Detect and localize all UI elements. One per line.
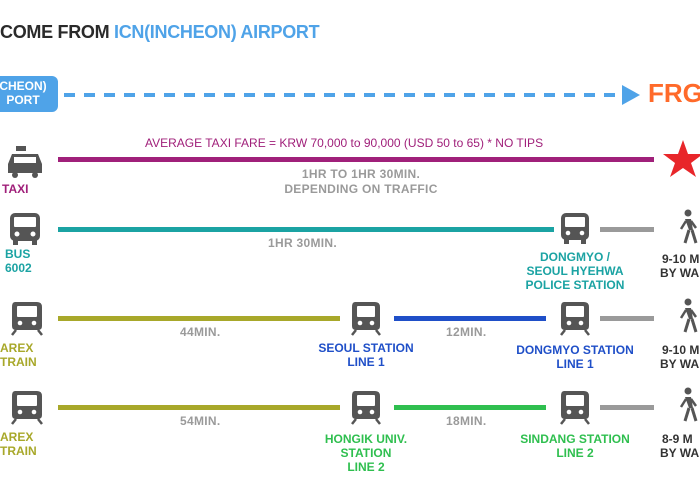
train-icon [351, 391, 381, 425]
walking-person-icon [679, 209, 698, 244]
taxi-mode-label: TAXI [2, 182, 29, 196]
walking-person-icon [679, 298, 698, 333]
line2-duration: 18MIN. [446, 414, 487, 428]
origin-label-line2: PORT [6, 93, 40, 107]
train-icon [560, 302, 590, 336]
arex1-walk-line [600, 316, 654, 321]
arex2-walk-line [600, 405, 654, 410]
walking-person-icon [679, 387, 698, 422]
bus-walk-label: BY WA [660, 266, 700, 280]
bus-stop-line2: SEOUL HYEHWA [526, 264, 624, 278]
taxi-icon [8, 146, 42, 178]
taxi-duration-line1: 1HR TO 1HR 30MIN. [301, 167, 421, 181]
bus-stop-line1: DONGMYO / [539, 250, 610, 264]
arex2-stop-line2: LINE 2 [556, 446, 594, 460]
transfer-station-line2: STATION [340, 446, 392, 460]
arex2-mode-line2: TRAIN [0, 444, 37, 458]
bus-icon [10, 213, 40, 245]
bus-mode-line1: BUS [5, 247, 31, 261]
transfer-station-line1: SEOUL STATION [318, 341, 414, 355]
arex1-route-line [58, 316, 340, 321]
bus-stop-icon [561, 213, 589, 244]
arex1-walk-label: BY WA [660, 357, 700, 371]
origin-label-line1: CHEON) [0, 79, 47, 93]
line2-route-line [394, 405, 546, 410]
taxi-fare-note: AVERAGE TAXI FARE = KRW 70,000 to 90,000… [145, 136, 544, 150]
bus-mode-line2: 6002 [5, 261, 32, 275]
train-icon [11, 302, 43, 336]
arex2-mode-line1: AREX [0, 430, 34, 444]
bus-duration: 1HR 30MIN. [268, 236, 338, 250]
transfer-station-line2: LINE 1 [347, 355, 385, 369]
transfer-station-line1: HONGIK UNIV. [324, 432, 408, 446]
bus-walk-line [600, 227, 654, 232]
page-title: COME FROM ICN(INCHEON) AIRPORT [0, 22, 320, 42]
train-icon [11, 391, 43, 425]
arex2-route-line [58, 405, 340, 410]
arex2-walk-label: BY WA [660, 446, 700, 460]
arex2-stop-line1: SINDANG STATION [520, 432, 630, 446]
taxi-route-line [58, 157, 654, 162]
bus-walk-time: 9-10 M [662, 252, 700, 266]
transfer-station-line3: LINE 2 [347, 460, 385, 474]
bus-stop-line3: POLICE STATION [525, 278, 625, 292]
train-icon [560, 391, 590, 425]
line1-duration: 12MIN. [446, 325, 487, 339]
arex1-mode-line2: TRAIN [0, 355, 37, 369]
arex1-stop-line1: DONGMYO STATION [516, 343, 634, 357]
taxi-duration-line2: DEPENDING ON TRAFFIC [284, 182, 438, 196]
bus-route-line [58, 227, 554, 232]
arex1-walk-time: 9-10 M [662, 343, 700, 357]
arex2-duration: 54MIN. [180, 414, 221, 428]
arex1-stop-line2: LINE 1 [556, 357, 594, 371]
star-icon [663, 140, 700, 177]
train-icon [351, 302, 381, 336]
arex2-walk-time: 8-9 M [662, 432, 693, 446]
line1-route-line [394, 316, 546, 321]
destination-label: FRG [648, 78, 700, 108]
arex1-mode-line1: AREX [0, 341, 34, 355]
origin-badge: CHEON) PORT [0, 76, 58, 112]
arrow-head-icon [622, 85, 640, 105]
arex1-duration: 44MIN. [180, 325, 221, 339]
